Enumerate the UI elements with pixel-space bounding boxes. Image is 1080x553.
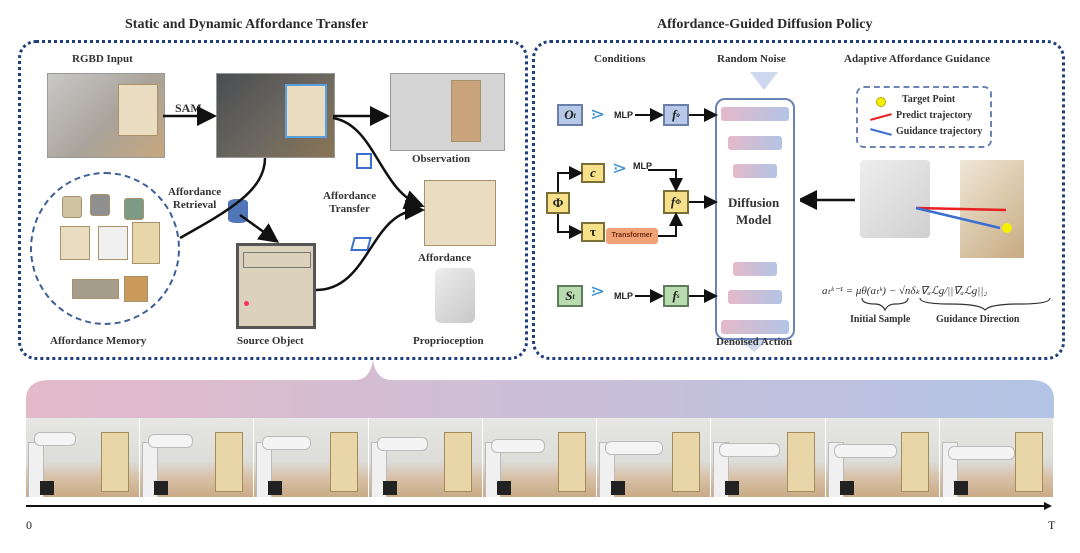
rollout-frame [825,418,939,497]
mlp-label: MLP [614,291,633,301]
rollout-frame [482,418,597,497]
affordance-transfer-panel [18,40,528,360]
legend-predict-trajectory: Predict trajectory [896,110,973,121]
rollout-frame [711,418,825,497]
source-object-image [236,243,316,329]
observation-label: Observation [412,153,471,165]
affordance-memory-label: Affordance Memory [50,335,147,347]
observation-pointcloud [390,73,505,151]
denoised-action-label: Denoised Action [716,336,793,348]
guidance-to-model-arrow [800,190,855,210]
guidance-legend: Target Point Predict trajectory Guidance… [856,86,992,148]
segmented-image [216,73,335,158]
adaptive-guidance-label: Adaptive Affordance Guidance [844,53,991,65]
random-noise-label: Random Noise [717,53,786,65]
affordance-label: Affordance [418,252,472,264]
target-point [1002,223,1012,233]
affordance-memory-circle [30,172,180,325]
rollout-frame [140,418,254,497]
guidance-arrow-icon [870,128,892,136]
time-end-label: T [1048,518,1056,532]
affordance-cabinet-image [424,180,496,246]
left-panel-title: Static and Dynamic Affordance Transfer [125,17,368,32]
denoise-output-arrow [740,340,768,352]
conditions-label: Conditions [594,53,646,65]
network-icon: ⋗ [590,281,606,301]
legend-target-point: Target Point [902,94,956,105]
network-icon: ⋗ [612,158,628,178]
predict-trajectory-arrow [915,206,1007,212]
right-panel-title: Affordance-Guided Diffusion Policy [657,17,873,32]
rollout-frame [597,418,711,497]
rollout-frame [26,418,140,497]
timeline-bracket [26,360,1054,418]
predict-arrow-icon [870,113,892,121]
trajectory-arrows [915,206,1012,233]
left-flow-arrows [163,106,425,292]
diffusion-policy-panel [532,40,1065,360]
mlp-label: MLP [614,110,633,120]
legend-guidance-trajectory: Guidance trajectory [896,126,983,137]
noise-input-arrow [750,72,778,90]
guidance-equation: aₜᵏ⁻¹ = μθ(aₜᵏ) − √nδₖ∇ₐℒg/||∇ₐℒg||₂ [822,285,988,297]
proprioception-robot-image [435,268,475,323]
cabinet-icon [356,153,372,169]
guidance-direction-label: Guidance Direction [936,314,1020,325]
transfer-arrow [315,200,425,292]
sam-label: SAM [175,101,202,115]
retrieval-arrow [239,213,280,243]
mlp-label: MLP [633,161,652,171]
rollout-frame [939,418,1053,497]
rollout-frame [254,418,368,497]
equation-braces [861,297,1051,312]
to-affordance-arrow [332,116,425,210]
c-token-box: c [581,163,605,183]
proprioception-label: Proprioception [413,335,484,347]
guidance-trajectory-arrow [915,206,1001,230]
phi-token-box: Φ [546,192,570,214]
target-point-icon [876,97,886,107]
diffusion-model-block [715,98,795,340]
condition-flow-arrows [557,108,718,303]
gripper-image [860,160,930,238]
time-axis [26,502,1052,510]
network-icon: ⋗ [590,104,606,124]
retrieval-path [179,157,267,240]
time-start-label: 0 [26,518,32,532]
rollout-frame [368,418,482,497]
rgbd-input-label: RGBD Input [72,53,133,65]
transformer-block: Transformer [606,228,658,244]
initial-sample-label: Initial Sample [850,314,911,325]
source-object-label: Source Object [237,335,304,347]
rgbd-input-image [47,73,165,158]
